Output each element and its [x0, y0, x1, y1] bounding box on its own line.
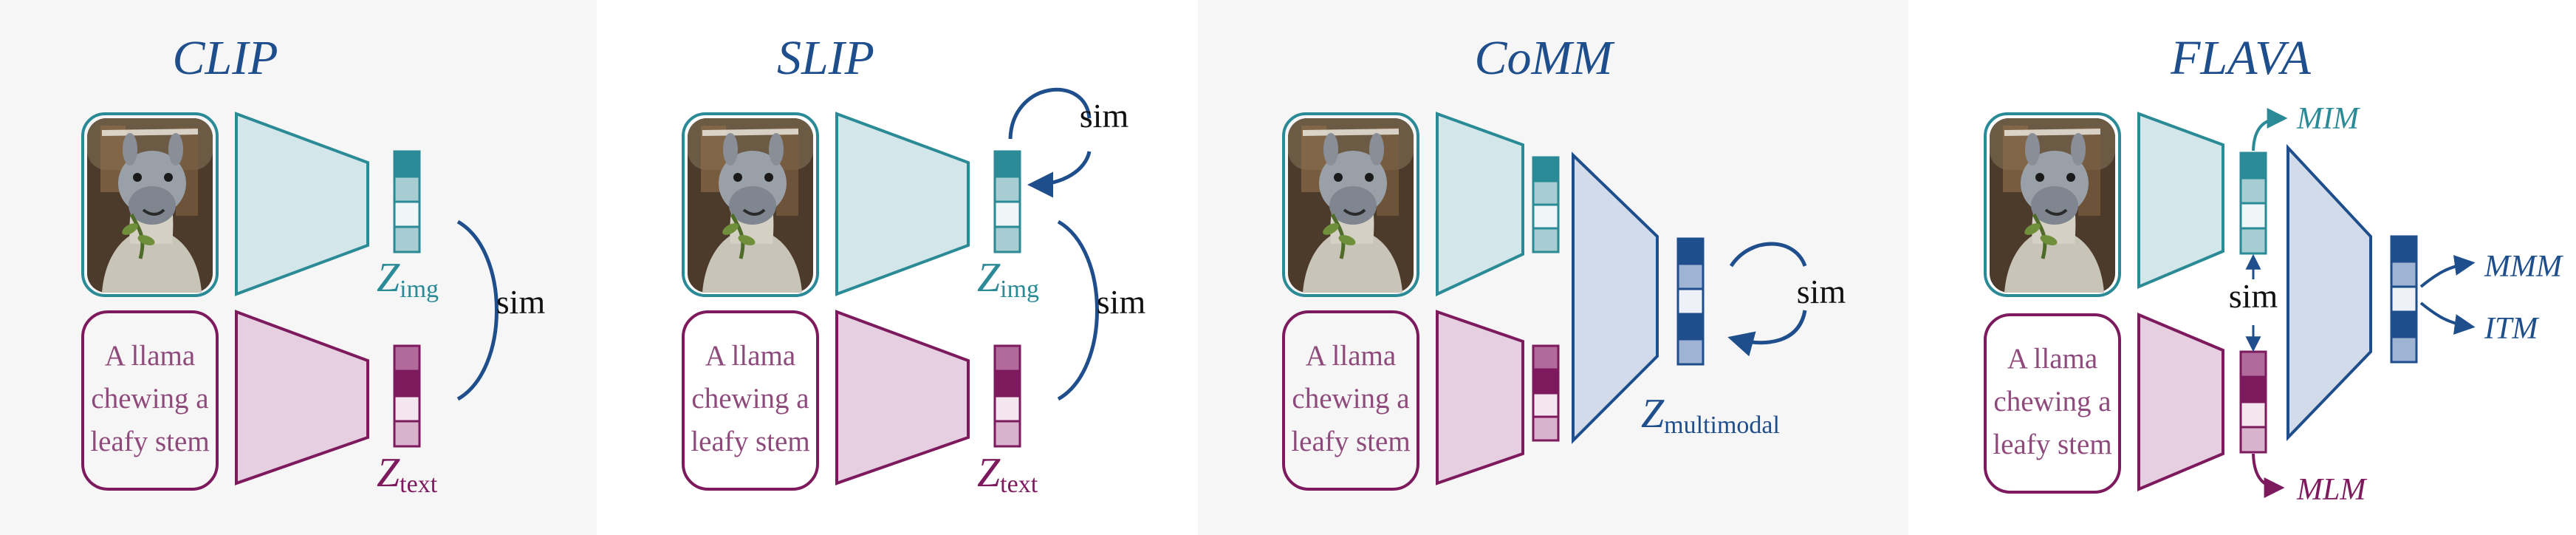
z-text-label: Ztext — [377, 450, 438, 498]
self-sim-arrow — [1027, 151, 1092, 198]
llama-image — [1288, 118, 1414, 293]
mmm-arrow — [2419, 255, 2476, 288]
llama-image — [1990, 118, 2115, 293]
panel-flava: FLAVA MIM A llama chewing a leafy stem — [1984, 31, 2563, 507]
image-encoder — [1436, 112, 1524, 297]
mlm-label: MLM — [2296, 473, 2367, 507]
text-encoder — [235, 310, 369, 485]
llama-image — [87, 118, 213, 293]
sim-label: sim — [1097, 283, 1146, 321]
itm-label: ITM — [2484, 312, 2539, 346]
mim-label: MIM — [2296, 102, 2360, 136]
z-img-vector — [993, 150, 1021, 253]
z-img-label: Zimg — [977, 255, 1039, 303]
z-img-vector — [1532, 156, 1560, 253]
caption-line-2: chewing a — [1993, 386, 2111, 418]
multimodal-encoder — [1572, 151, 1659, 444]
sim-label: sim — [2229, 277, 2278, 315]
caption-line-1: A llama — [105, 340, 195, 372]
text-encoder — [1436, 310, 1524, 485]
z-text-vector — [1532, 344, 1560, 442]
mlm-arrow — [2252, 453, 2285, 498]
panel-title: CoMM — [1475, 31, 1616, 85]
panel-title: SLIP — [777, 31, 874, 85]
caption-line-1: A llama — [1306, 340, 1396, 372]
z-text-vector — [393, 344, 421, 448]
caption-box: A llama chewing a leafy stem — [1984, 313, 2121, 494]
image-encoder — [2137, 112, 2224, 290]
caption-box: A llama chewing a leafy stem — [81, 310, 219, 491]
image-box — [682, 112, 819, 297]
z-img-label: Zimg — [377, 255, 439, 303]
caption-box: A llama chewing a leafy stem — [682, 310, 819, 491]
caption-line-3: leafy stem — [1291, 426, 1410, 457]
mim-arrow — [2252, 108, 2288, 151]
caption-line-3: leafy stem — [1993, 429, 2111, 460]
caption-line-1: A llama — [705, 340, 795, 372]
sim-label: sim — [1797, 273, 1846, 310]
image-box — [81, 112, 219, 297]
panel-clip: CLIP Zimg A llama chewing a leafy stem Z… — [81, 31, 546, 498]
caption-line-2: chewing a — [91, 383, 208, 415]
sim-label: sim — [496, 283, 546, 321]
z-text-vector — [993, 344, 1021, 448]
multimodal-encoder — [2286, 143, 2372, 441]
llama-image — [688, 118, 813, 293]
text-encoder — [2137, 312, 2224, 492]
z-multimodal-label: Zmultimodal — [1641, 391, 1780, 439]
panel-comm: CoMM A llama chewing a leafy stem — [1282, 31, 1846, 491]
z-img-vector — [393, 150, 421, 253]
mmm-label: MMM — [2484, 250, 2563, 284]
self-sim-arc — [1008, 87, 1092, 140]
z-multimodal-vector — [2390, 235, 2418, 364]
z-multimodal-vector — [1676, 237, 1705, 366]
sim-arc — [1057, 219, 1099, 401]
z-img-vector — [2239, 151, 2267, 255]
itm-arrow — [2419, 301, 2476, 335]
image-box — [1282, 112, 1419, 297]
z-text-label: Ztext — [977, 450, 1038, 498]
text-encoder — [835, 310, 970, 485]
panel-title: CLIP — [172, 31, 278, 85]
self-sim-arrow — [1727, 310, 1807, 357]
panel-title: FLAVA — [2170, 31, 2311, 85]
caption-line-3: leafy stem — [90, 426, 209, 457]
self-sim-label: sim — [1080, 97, 1129, 134]
caption-line-1: A llama — [2007, 343, 2097, 375]
sim-arc — [456, 219, 499, 401]
caption-line-3: leafy stem — [691, 426, 809, 457]
panel-slip: SLIP Zimg sim A llama chewing a leafy st… — [682, 31, 1146, 498]
z-text-vector — [2239, 350, 2267, 454]
caption-line-2: chewing a — [1292, 383, 1409, 415]
image-encoder — [235, 112, 369, 296]
image-box — [1984, 112, 2121, 297]
caption-line-2: chewing a — [691, 383, 809, 415]
caption-box: A llama chewing a leafy stem — [1282, 310, 1419, 491]
image-encoder — [835, 112, 970, 296]
self-sim-arc-top — [1729, 242, 1807, 268]
